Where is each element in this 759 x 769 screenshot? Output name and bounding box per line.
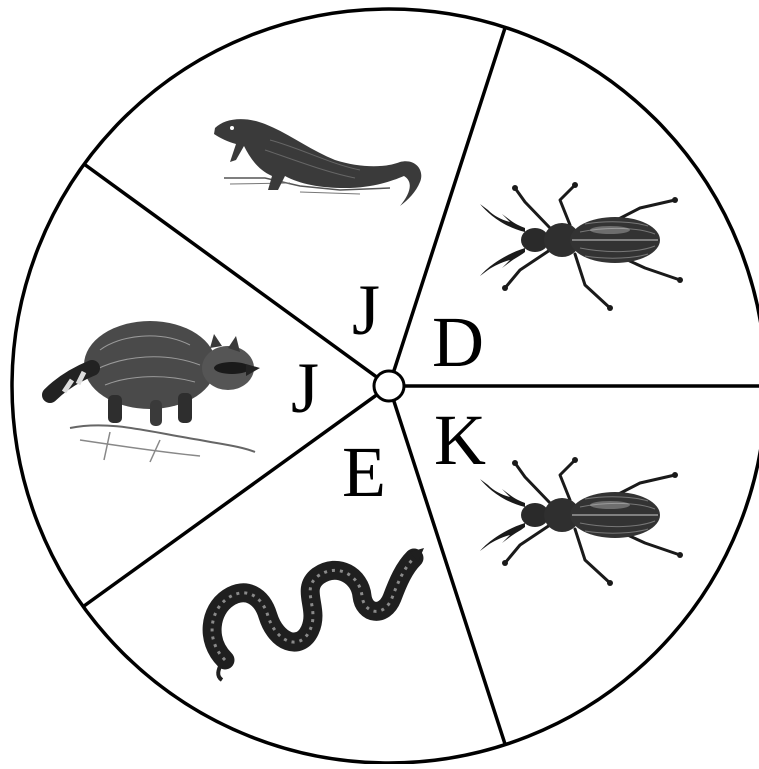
sector-letter-top: J (352, 270, 380, 350)
sector-letter-lower-right: K (434, 400, 486, 480)
center-hub (374, 371, 404, 401)
sector-letter-left: J (291, 348, 319, 428)
sector-letter-bottom: E (342, 432, 386, 512)
sector-letter-upper-right: D (432, 302, 484, 382)
